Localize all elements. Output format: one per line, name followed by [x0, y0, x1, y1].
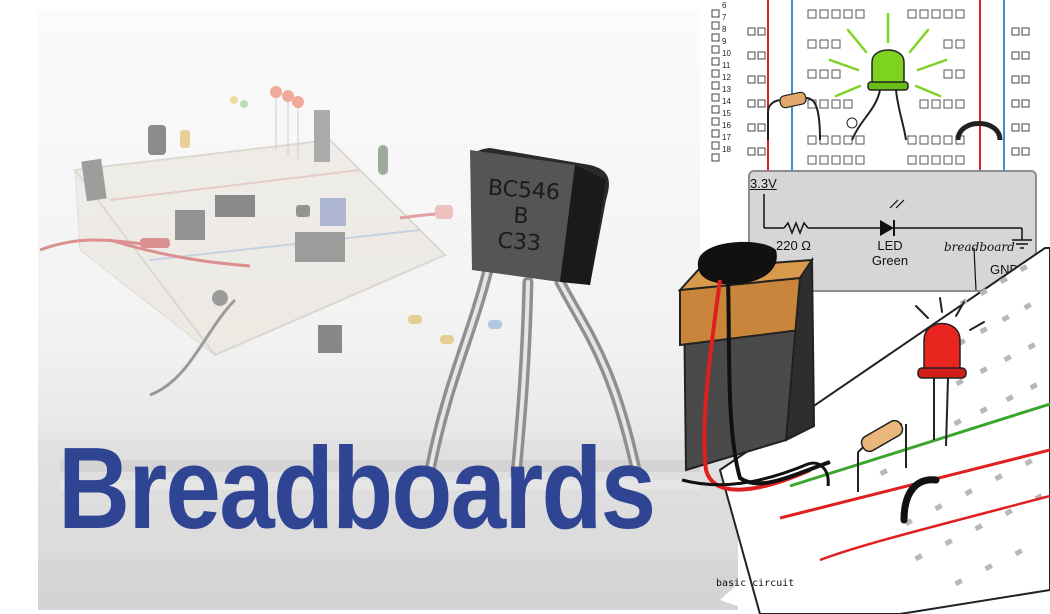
row-number: 8	[722, 25, 727, 34]
led-label-line1: LED	[877, 238, 903, 253]
row-number: 14	[722, 97, 731, 106]
page-title: Breadboards	[58, 423, 656, 553]
led-label: LED Green	[870, 238, 910, 268]
row-number: 6	[722, 1, 727, 10]
row-number: 13	[722, 85, 731, 94]
led-label-line2: Green	[871, 253, 909, 268]
row-number: 16	[722, 121, 731, 130]
row-number: 10	[722, 49, 731, 58]
resistor-label: 220 Ω	[776, 238, 812, 253]
row-number: 11	[722, 61, 731, 70]
row-number: 18	[722, 145, 731, 154]
breadboard-label: breadboard	[944, 240, 1015, 254]
row-number: 12	[722, 73, 731, 82]
faded-breadboard-photo	[39, 86, 502, 397]
row-number: 7	[722, 13, 727, 22]
caption: basic circuit	[716, 578, 795, 589]
row-number: 15	[722, 109, 731, 118]
row-numbers-left: 6 7 8 9 10 11 12 13 14 15 16 17 18	[722, 0, 734, 156]
row-number: 17	[722, 133, 731, 142]
voltage-label: 3.3V	[750, 176, 777, 191]
row-number: 9	[722, 37, 727, 46]
schematic-wiring	[763, 194, 1032, 290]
